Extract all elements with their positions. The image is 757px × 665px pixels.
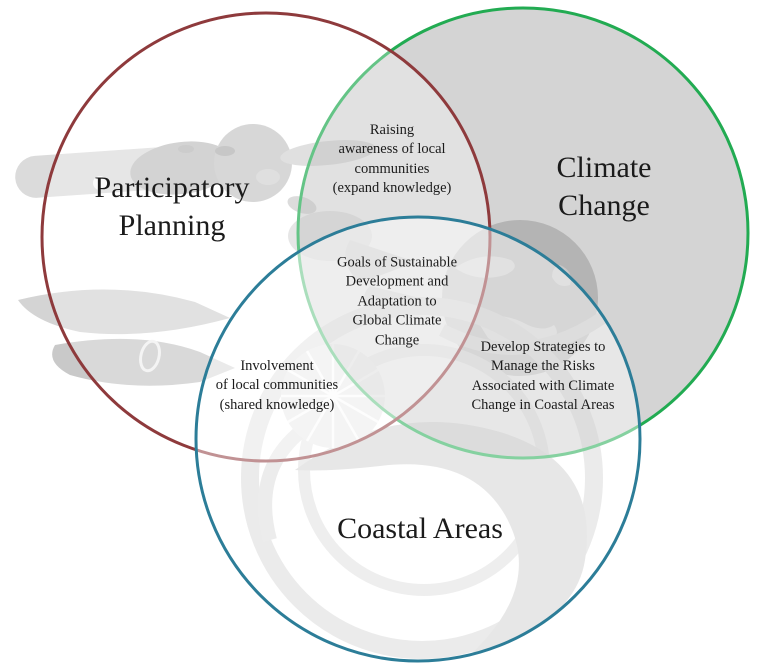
participatory-planning-circle bbox=[40, 11, 492, 463]
climate-change-circle bbox=[296, 6, 750, 460]
coastal-areas-circle bbox=[194, 215, 642, 663]
